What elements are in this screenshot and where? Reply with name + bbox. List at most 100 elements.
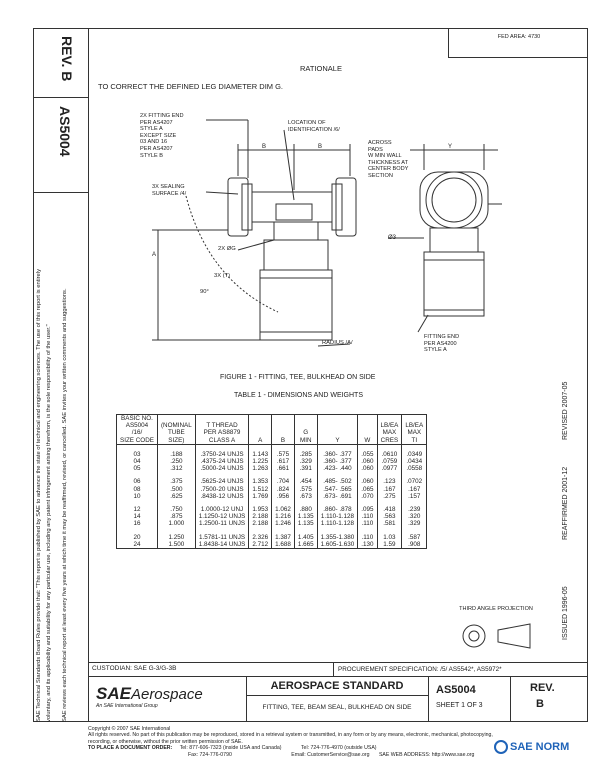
table-cell: .360- .377 (316, 450, 359, 459)
table-cell: .055 (357, 450, 378, 459)
table-cell: .956 (271, 492, 295, 501)
table-cell: 1.953 (248, 506, 273, 514)
rev-box: REV. B (33, 28, 88, 98)
table-cell: 06 (116, 478, 158, 486)
fed-area-text: FED AREA: 4730 (497, 34, 541, 40)
table-cell: .060 (357, 478, 378, 486)
table-cell: .320 (401, 513, 428, 521)
sae-logo-tagline: An SAE International Group (96, 703, 158, 709)
third-angle-box: THIRD ANGLE PROJECTION (440, 604, 552, 662)
table-cell: .875 (156, 513, 196, 521)
dim-b1-label: B (262, 144, 267, 150)
table-cell: 1.353 (248, 478, 273, 486)
disclaimer-line-1: SAE Technical Standards Board Rules prov… (36, 269, 42, 722)
table-cell: .3750-24 UNJS (194, 450, 250, 459)
table-cell: .0434 (401, 458, 428, 466)
table-cell: .673- .691 (316, 492, 359, 501)
table-cell: .250 (156, 458, 196, 466)
table-header-cell: A (248, 414, 273, 445)
table-cell: .625 (156, 492, 196, 501)
table-cell: .418 (376, 506, 403, 514)
table-cell: .167 (401, 485, 428, 493)
custodian-text: CUSTODIAN: SAE G-3/G-3B (92, 665, 177, 672)
table-cell: .563 (376, 513, 403, 521)
table-cell: .060 (357, 465, 378, 473)
footer-fax: Fax: 724-776-0790 (188, 751, 232, 758)
table-cell: .5625-24 UNJS (194, 478, 250, 486)
table-cell: .824 (271, 485, 295, 493)
table-spacer-row (116, 527, 428, 534)
third-angle-label: THIRD ANGLE PROJECTION (459, 606, 533, 612)
fed-area-box: FED AREA: 4730 (448, 28, 588, 58)
dim-g-label: 2X ØG (218, 246, 236, 252)
watermark-text: SAE NORM (510, 740, 570, 753)
table-cell: 1.665 (293, 540, 318, 550)
table-header-cell: BASIC NO.AS5004/16/SIZE CODE (116, 414, 158, 445)
table-header-cell: Y (316, 414, 359, 445)
disclaimer-line-3: SAE reviews each technical report at lea… (62, 288, 68, 722)
table-cell: .5000-24 UNJS (194, 465, 250, 473)
table-cell: .0759 (376, 458, 403, 466)
note-location: LOCATION OF IDENTIFICATION /6/ (288, 120, 340, 133)
table-cell: .0702 (401, 478, 428, 486)
disclaimer-line-2: voluntary, and its applicability and sui… (46, 324, 52, 722)
table-cell: 1.03 (376, 533, 403, 541)
table-cell: 1.405 (293, 533, 318, 541)
title-block-div2 (428, 676, 429, 722)
table-cell: .7500-20 UNJS (194, 485, 250, 493)
table-cell: 1.110-1.128 (316, 520, 359, 528)
dim-phi3-label: Ø3 (388, 235, 397, 241)
table-cell: 24 (116, 540, 158, 550)
angle-label: 90° (200, 289, 209, 295)
issued-date: ISSUED 1996-05 (562, 586, 569, 640)
table-cell: 1.769 (248, 492, 273, 501)
revised-date: REVISED 2007-05 (562, 381, 569, 440)
table-cell: 2.326 (248, 533, 273, 541)
table-cell: 2.188 (248, 520, 273, 528)
table-cell: 1.000 (156, 520, 196, 528)
figure-caption: FIGURE 1 - FITTING, TEE, BULKHEAD ON SID… (220, 374, 376, 381)
dim-b2-label: B (318, 144, 323, 150)
table-cell: 1.216 (271, 513, 295, 521)
reaffirmed-date: REAFFIRMED 2001-12 (562, 466, 569, 540)
procurement-divider (333, 662, 334, 676)
rev-value-title: B (536, 698, 544, 710)
table-cell: .0977 (376, 465, 403, 473)
footer-contact-row: Fax: 724-776-0790 Email: CustomerService… (88, 752, 588, 758)
third-angle-symbol (462, 623, 531, 649)
table-cell: .454 (293, 478, 318, 486)
table-cell: 1.59 (376, 540, 403, 550)
note-fitting-end-right: FITTING END PER AS4200 STYLE A (424, 334, 460, 354)
footer-web: SAE WEB ADDRESS: http://www.sae.org (378, 751, 475, 758)
table-cell: .188 (156, 450, 196, 459)
table-cell: 04 (116, 458, 158, 466)
table-cell: 1.062 (271, 506, 295, 514)
dim-y-label: Y (448, 144, 453, 150)
table-cell: 12 (116, 506, 158, 514)
table-cell: .581 (376, 520, 403, 528)
table-cell: .070 (357, 492, 378, 501)
table-cell: .360- .377 (316, 458, 359, 466)
table-cell: .110 (357, 533, 378, 541)
table-cell: 1.225 (248, 458, 273, 466)
table-cell: .0610 (376, 450, 403, 459)
table-cell: 1.2500-11 UNJS (194, 520, 250, 528)
table-cell: 1.0000-12 UNJ (194, 506, 250, 514)
table-cell: 10 (116, 492, 158, 501)
note-across-pads: ACROSS PADS W MIN WALL THICKNESS AT CENT… (368, 140, 409, 179)
table-cell: 1.250 (156, 533, 196, 541)
procurement-text: PROCUREMENT SPECIFICATION: /5/ AS5542*, … (338, 666, 502, 673)
table-cell: 1.263 (248, 465, 273, 473)
